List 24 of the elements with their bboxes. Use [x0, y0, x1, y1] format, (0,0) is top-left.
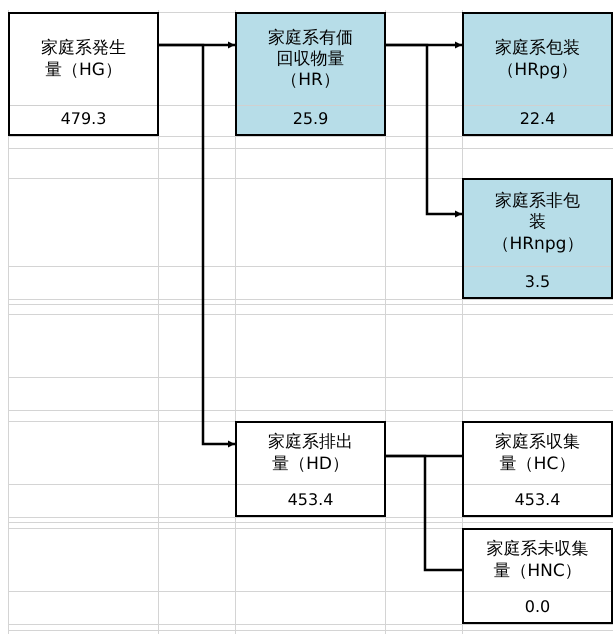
box-title: 家庭系有価回収物量（HR） [267, 28, 354, 92]
data-box [462, 178, 613, 299]
data-box [235, 12, 386, 136]
box-title: 家庭系収集量（HC） [494, 432, 581, 475]
box-title: 家庭系非包装（HRnpg） [492, 191, 583, 255]
data-box [235, 421, 386, 517]
arrow [159, 44, 235, 448]
value-text: 3.5 [524, 272, 550, 291]
value-text: 453.4 [288, 490, 334, 509]
arrow [386, 44, 462, 218]
value-text: 479.3 [60, 109, 106, 128]
box-title: 家庭系発生量（HG） [40, 38, 127, 81]
value-text: 0.0 [524, 597, 550, 616]
box-title: 家庭系包装（HRpg） [494, 38, 581, 81]
box-title: 家庭系排出量（HD） [267, 432, 354, 475]
data-box [462, 528, 613, 624]
data-box [8, 12, 159, 136]
value-text: 25.9 [292, 109, 328, 128]
connector-line [386, 454, 462, 572]
box-title: 家庭系未収集量（HNC） [486, 539, 590, 582]
value-text: 453.4 [514, 490, 560, 509]
value-text: 22.4 [520, 109, 556, 128]
data-box [462, 421, 613, 517]
data-box [462, 12, 613, 136]
